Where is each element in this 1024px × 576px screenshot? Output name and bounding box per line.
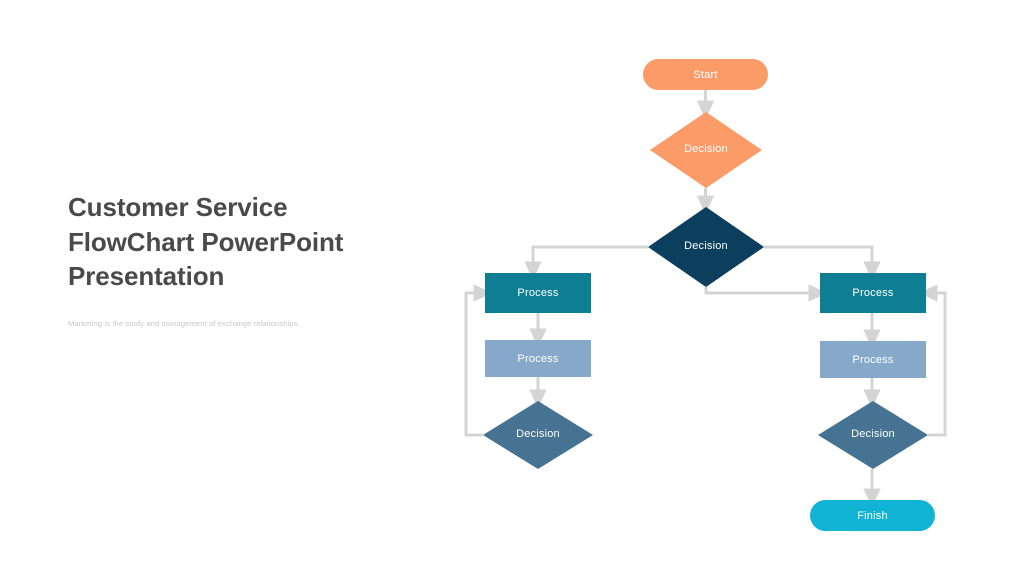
- diamond-shape: [818, 401, 928, 469]
- node-decision-1-label: Decision: [684, 143, 728, 155]
- text-panel: Customer Service FlowChart PowerPoint Pr…: [68, 190, 408, 328]
- node-process-right-2-label: Process: [852, 353, 894, 366]
- node-decision-right-label: Decision: [851, 428, 895, 440]
- node-start[interactable]: Start: [643, 59, 768, 90]
- node-decision-1[interactable]: Decision: [650, 112, 762, 188]
- node-finish[interactable]: Finish: [810, 500, 935, 531]
- node-decision-left-label: Decision: [516, 428, 560, 440]
- edge-decision2-bottom-to-process-right: [704, 284, 828, 302]
- node-process-left-2[interactable]: Process: [485, 340, 591, 377]
- node-decision-2-label: Decision: [684, 240, 728, 252]
- node-process-right-2[interactable]: Process: [820, 341, 926, 378]
- page-subtitle: Marketing is the study and management of…: [68, 319, 300, 328]
- node-process-right-1-label: Process: [852, 287, 894, 299]
- node-decision-right[interactable]: Decision: [818, 401, 928, 469]
- edge-feedback-loop-left: [464, 284, 493, 437]
- node-finish-label: Finish: [857, 509, 888, 522]
- edge-feedback-loop-right: [918, 284, 947, 437]
- node-decision-2[interactable]: Decision: [648, 207, 764, 287]
- node-decision-left[interactable]: Decision: [483, 401, 593, 469]
- diamond-shape: [650, 112, 762, 188]
- page-title: Customer Service FlowChart PowerPoint Pr…: [68, 192, 344, 292]
- node-process-left-1-label: Process: [517, 287, 559, 299]
- node-process-left-2-label: Process: [517, 352, 559, 365]
- node-start-label: Start: [693, 68, 718, 81]
- edge-decision2-to-process-left: [524, 245, 648, 281]
- edge-decision2-to-process-right: [764, 245, 881, 281]
- node-process-left-1[interactable]: Process: [485, 273, 591, 313]
- node-process-right-1[interactable]: Process: [820, 273, 926, 313]
- diamond-shape: [483, 401, 593, 469]
- diamond-shape: [648, 207, 764, 287]
